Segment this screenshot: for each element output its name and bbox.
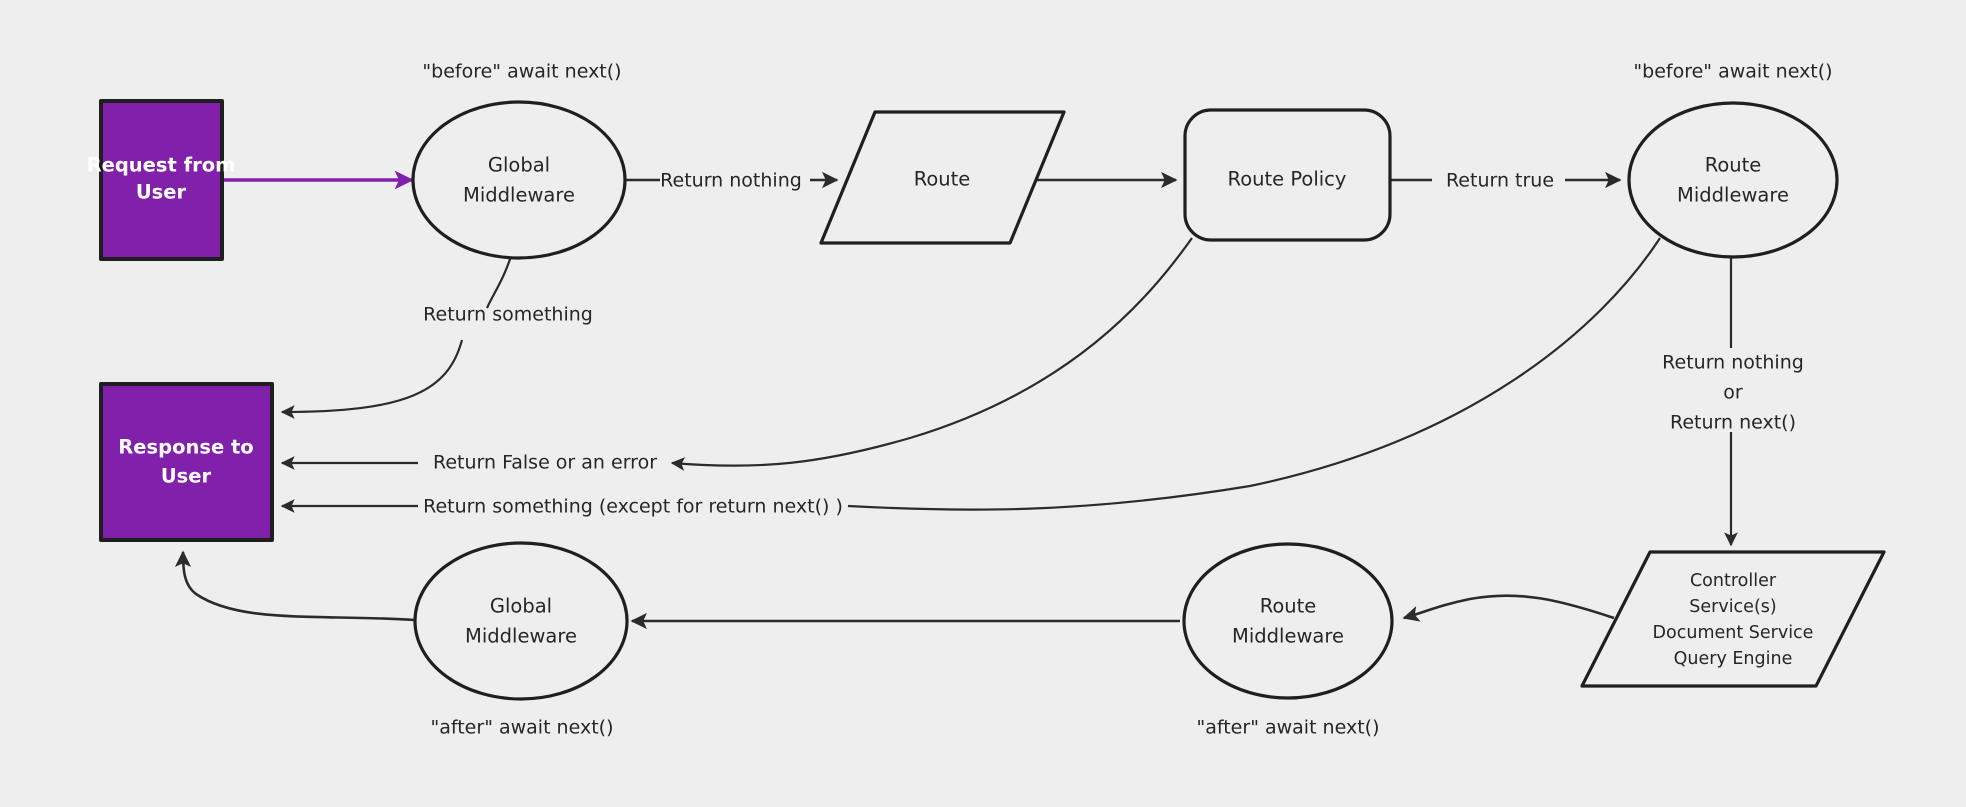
edge-label-return-true: Return true (1446, 170, 1554, 192)
controller-label-line4: Query Engine (1674, 649, 1793, 669)
route-middleware-after-ellipse[interactable] (1182, 542, 1394, 700)
node-global-middleware-after[interactable]: Global Middleware (413, 541, 629, 701)
annotation-after-await-next-route-middleware: "after" await next() (1197, 717, 1380, 739)
node-controller-services[interactable]: Controller Service(s) Document Service Q… (1580, 550, 1886, 688)
route-policy-box[interactable] (1183, 108, 1392, 242)
annotation-after-await-next-global: "after" await next() (431, 717, 614, 739)
route-middleware-before-ellipse[interactable] (1627, 101, 1839, 259)
edge-global-middleware-after-to-response (174, 550, 416, 622)
node-route-middleware-before[interactable]: Route Middleware (1627, 101, 1839, 259)
node-route-middleware-after[interactable]: Route Middleware (1182, 542, 1394, 700)
global-middleware-before-ellipse[interactable] (411, 100, 627, 260)
edge-label-return-nothing-or-next-line1: Return nothing (1662, 352, 1804, 374)
node-response-to-user[interactable]: Response to User (99, 382, 274, 542)
global-middleware-before-label-line1: Global (488, 154, 550, 177)
controller-label-line3: Document Service (1653, 623, 1814, 643)
edge-controller-to-route-middleware-after (1402, 594, 1615, 622)
edge-route-policy-return-false (670, 237, 1193, 471)
controller-label-line1: Controller (1690, 571, 1777, 591)
annotation-before-await-next-route-middleware: "before" await next() (1633, 61, 1832, 83)
node-request-from-user[interactable]: Request from User (87, 99, 236, 261)
response-to-user-label-line2: User (161, 465, 212, 488)
global-middleware-after-label-line1: Global (490, 595, 552, 618)
response-to-user-label-line1: Response to (118, 436, 253, 459)
route-middleware-before-label-line2: Middleware (1677, 184, 1789, 207)
global-middleware-after-label-line2: Middleware (465, 625, 577, 648)
route-middleware-before-label-line1: Route (1705, 154, 1762, 177)
edge-route-middleware-return-something-except (847, 237, 1661, 511)
node-route[interactable]: Route (819, 110, 1066, 245)
route-middleware-after-label-line2: Middleware (1232, 625, 1344, 648)
edge-label-return-nothing: Return nothing (660, 170, 802, 192)
route-policy-label: Route Policy (1228, 168, 1347, 191)
route-label: Route (914, 168, 971, 191)
global-middleware-after-ellipse[interactable] (413, 541, 629, 701)
edge-label-return-something: Return something (423, 304, 593, 326)
edge-global-middleware-return-something-tail (280, 339, 464, 419)
edge-label-return-something-except: Return something (except for return next… (423, 496, 843, 518)
annotation-before-await-next-global: "before" await next() (422, 61, 621, 83)
request-from-user-box[interactable] (99, 99, 224, 261)
edge-label-return-nothing-or-next-line2: or (1723, 382, 1743, 404)
route-middleware-after-label-line1: Route (1260, 595, 1317, 618)
controller-parallelogram[interactable] (1580, 550, 1886, 688)
node-route-policy[interactable]: Route Policy (1183, 108, 1392, 242)
controller-label-line2: Service(s) (1689, 597, 1776, 617)
edge-label-return-false-or-error: Return False or an error (433, 452, 657, 474)
response-to-user-box[interactable] (99, 382, 274, 542)
route-parallelogram[interactable] (819, 110, 1066, 245)
node-global-middleware-before[interactable]: Global Middleware (411, 100, 627, 260)
request-from-user-label-line2: User (136, 181, 187, 204)
request-from-user-label-line1: Request from (87, 154, 236, 177)
edge-label-return-nothing-or-next-line3: Return next() (1670, 412, 1796, 434)
global-middleware-before-label-line2: Middleware (463, 184, 575, 207)
